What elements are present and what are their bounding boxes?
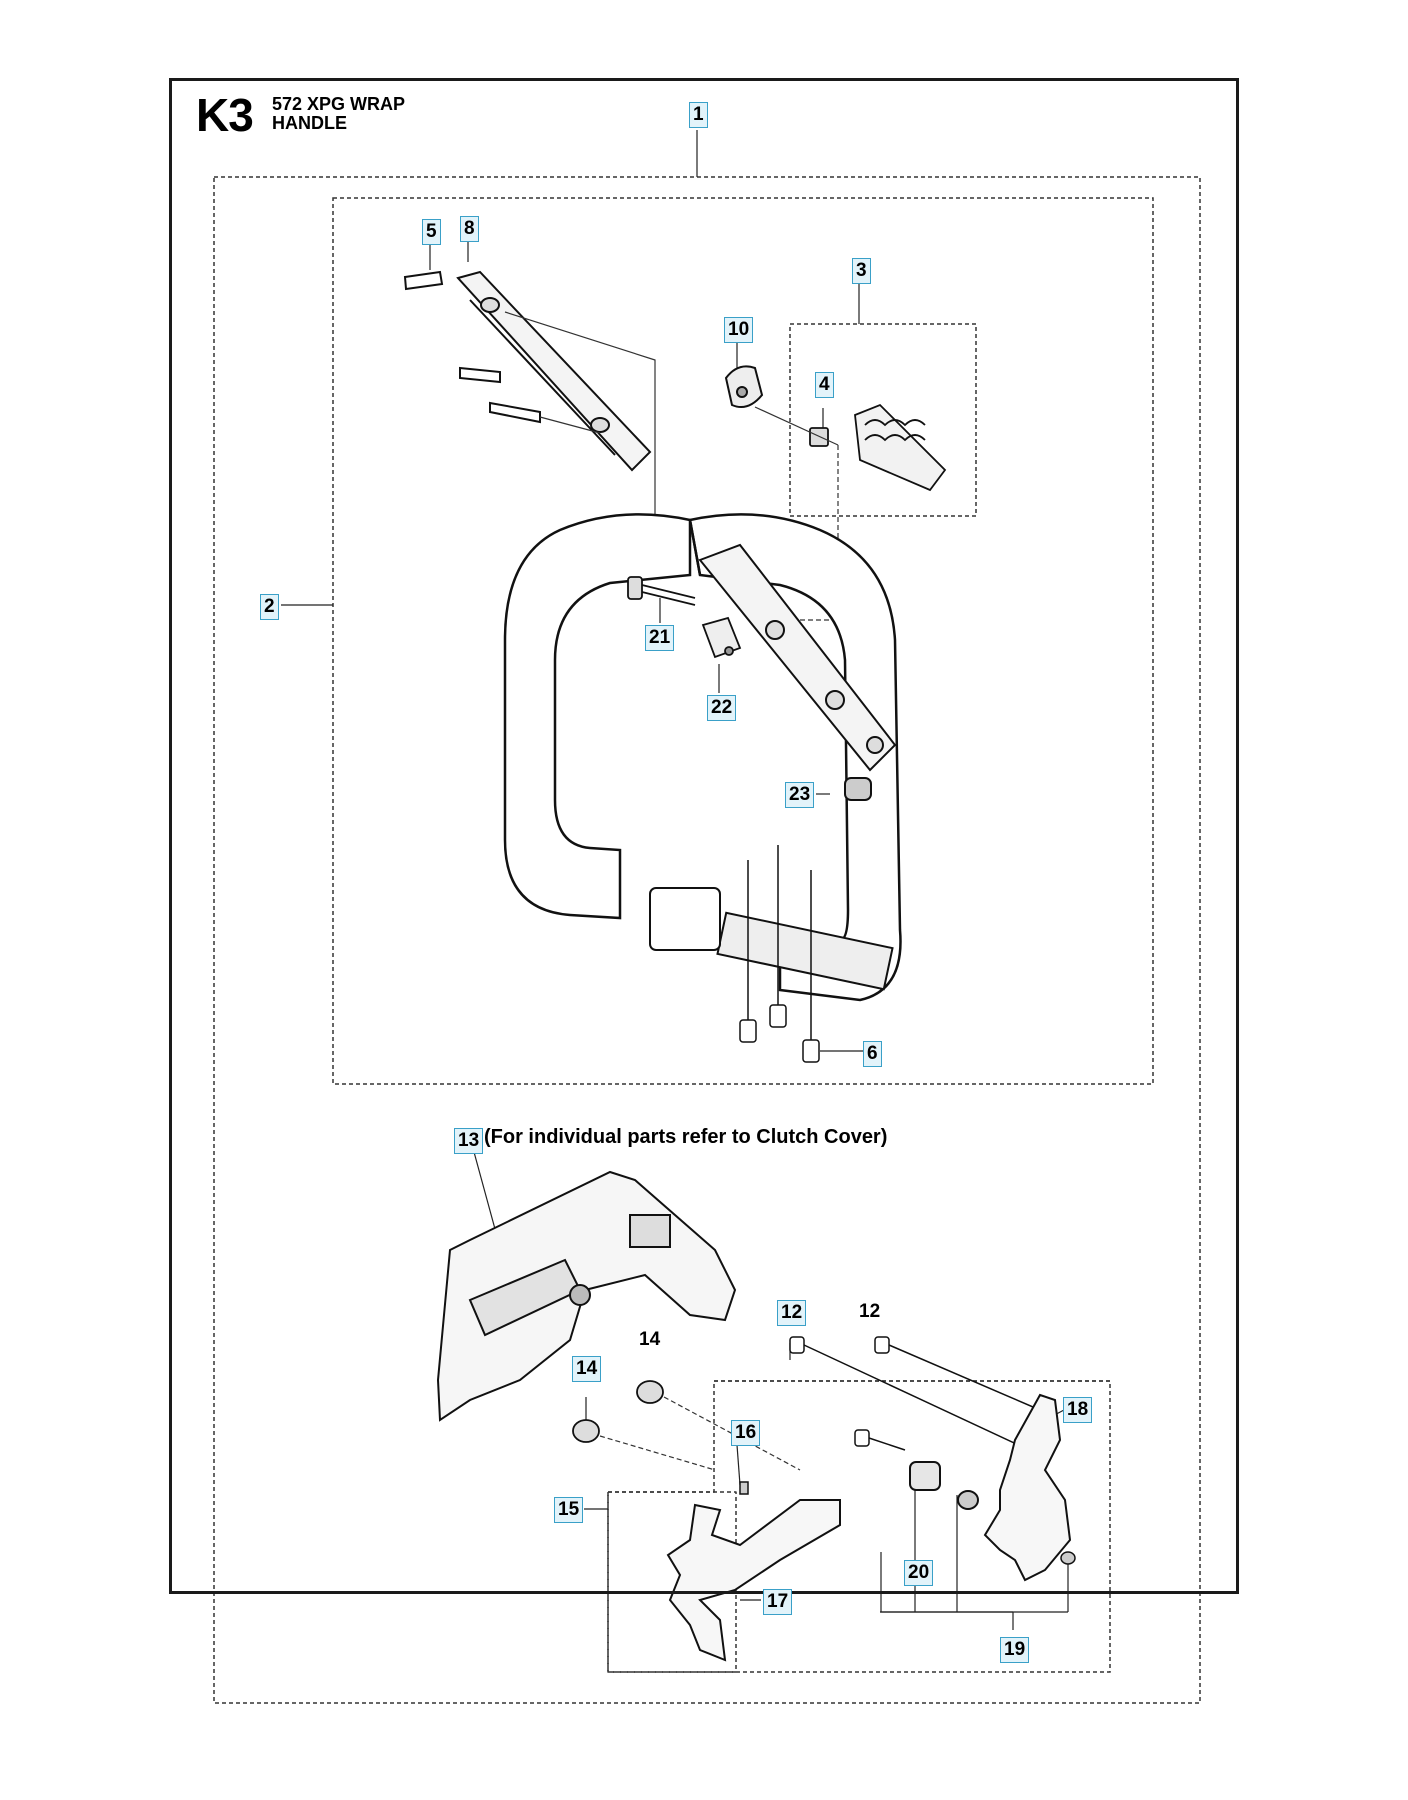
wrap-handle-mount (649, 543, 897, 991)
part-14-nuts (572, 1380, 664, 1443)
callout-23[interactable]: 23 (785, 782, 815, 808)
part-14-guide-lines (599, 1396, 801, 1471)
callout-16[interactable]: 16 (731, 1420, 761, 1446)
callout-5[interactable]: 5 (422, 219, 441, 245)
page-frame (169, 78, 1239, 1594)
part-13-clutch-cover (436, 1170, 737, 1422)
part-10-cam (724, 365, 764, 408)
callout-2[interactable]: 2 (260, 594, 279, 620)
callout-14[interactable]: 14 (572, 1356, 602, 1382)
callout-17[interactable]: 17 (763, 1589, 793, 1615)
bottom-screws (739, 845, 820, 1063)
wrap-handle (503, 513, 902, 1002)
clutch-cover-note: (For individual parts refer to Clutch Co… (484, 1126, 888, 1148)
part-8-bracket (403, 270, 652, 472)
part-3-guide-line (790, 445, 839, 621)
part-16-screw (739, 1481, 1076, 1565)
callout-20[interactable]: 20 (904, 1560, 934, 1586)
part-4-guide-line (754, 406, 839, 446)
part-8-guide-lines (504, 311, 656, 516)
section-title-line-2: HANDLE (272, 113, 347, 133)
assembly-box-2 (332, 197, 1154, 1085)
callout-3[interactable]: 3 (852, 258, 871, 284)
callout-4[interactable]: 4 (815, 372, 834, 398)
callout-10[interactable]: 10 (724, 317, 754, 343)
callout-12[interactable]: 12 (777, 1300, 807, 1326)
section-title: 572 XPG WRAP HANDLE (272, 95, 492, 133)
callout-18[interactable]: 18 (1063, 1397, 1093, 1423)
section-code: K3 (196, 89, 254, 141)
assembly-box-1 (213, 176, 1201, 1704)
callout-21[interactable]: 21 (645, 625, 675, 651)
callout-13[interactable]: 13 (454, 1128, 484, 1154)
part-21-bolt (627, 576, 696, 606)
part-17-spike (666, 1499, 841, 1662)
callout-15[interactable]: 15 (554, 1497, 584, 1523)
part-22-clip (701, 616, 742, 659)
part-18-spike (983, 1393, 1072, 1582)
section-title-line-1: 572 XPG WRAP (272, 94, 406, 114)
callout-14-unboxed[interactable]: 14 (639, 1329, 661, 1350)
part-4-spring (809, 403, 947, 492)
callout-8[interactable]: 8 (460, 216, 479, 242)
callout-22[interactable]: 22 (707, 695, 737, 721)
callout-1[interactable]: 1 (689, 102, 708, 128)
callout-19[interactable]: 19 (1000, 1637, 1030, 1663)
assembly-box-3 (789, 323, 977, 517)
callout-6[interactable]: 6 (863, 1041, 882, 1067)
part-12-bolts (789, 1336, 1041, 1456)
part-20-spacer (909, 1461, 979, 1510)
callout-12-unboxed[interactable]: 12 (859, 1301, 881, 1322)
